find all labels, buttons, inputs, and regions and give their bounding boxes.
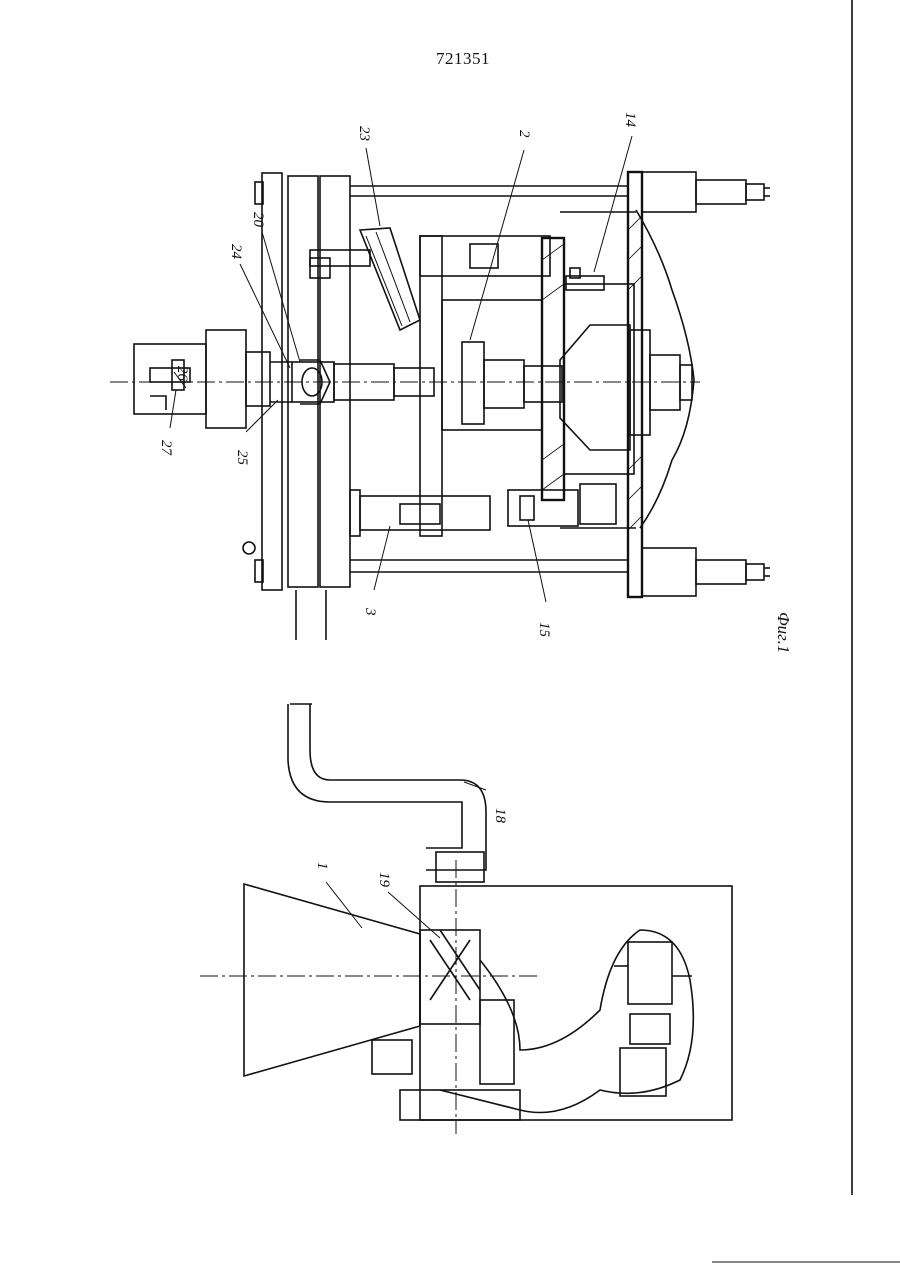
upper-assembly xyxy=(110,172,770,640)
label-19: 19 xyxy=(376,872,392,888)
label-18: 18 xyxy=(492,808,508,824)
lower-assembly xyxy=(200,704,732,1134)
label-2: 2 xyxy=(516,130,532,138)
label-23: 23 xyxy=(356,126,372,141)
label-3: 3 xyxy=(362,607,378,616)
reference-labels: 23 2 14 20 24 26 27 25 3 15 18 19 1 Фиг.… xyxy=(158,112,793,888)
label-27: 27 xyxy=(158,440,174,457)
label-25: 25 xyxy=(234,450,250,466)
figure-caption: Фиг.1 xyxy=(774,612,793,653)
label-24: 24 xyxy=(228,244,244,260)
label-26: 26 xyxy=(174,366,190,382)
label-15: 15 xyxy=(536,622,552,638)
label-20: 20 xyxy=(250,212,266,228)
label-14: 14 xyxy=(622,112,638,128)
label-1: 1 xyxy=(314,862,330,870)
